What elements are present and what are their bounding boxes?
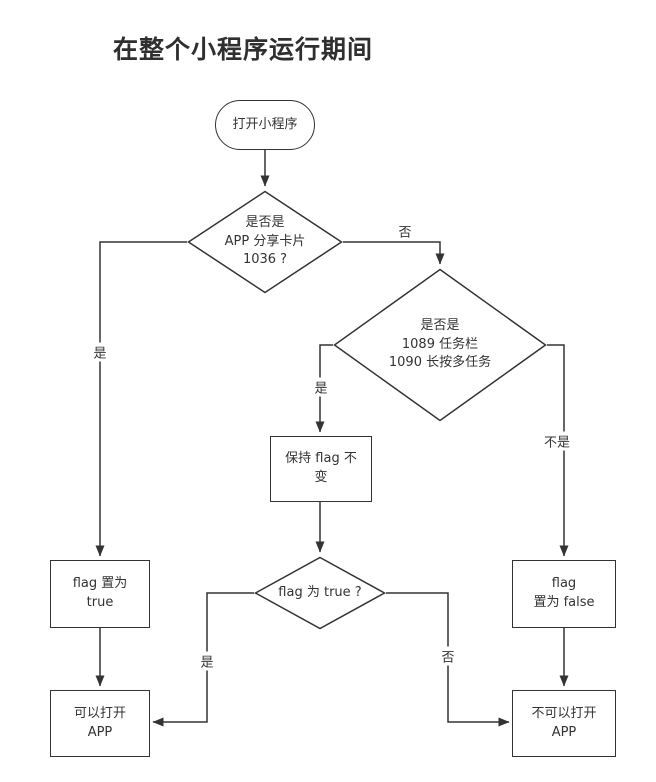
start-node: 打开小程序 [215, 100, 315, 150]
edge-decision2-yes-to-keep-flag [315, 344, 333, 433]
process-keep-flag: 保持 flag 不 变 [270, 436, 372, 502]
decision-app-share-card: 是否是 APP 分享卡片 1036 ? [187, 190, 343, 294]
edge-decision1-no-to-decision2 [343, 241, 445, 265]
diamond-shape [254, 556, 386, 630]
decision-taskbar-longpress-label: 是否是 1089 任务栏 1090 长按多任务 [388, 317, 492, 371]
label-decision3-no: 否 [438, 646, 458, 666]
process-cannot-open-app: 不可以打开 APP [512, 690, 616, 757]
process-set-flag-true: flag 置为 true [50, 560, 150, 628]
start-node-label: 打开小程序 [232, 116, 298, 132]
edge-decision2-no-to-set-false [547, 344, 569, 557]
decision-flag-true-label: flag 为 true ? [278, 584, 362, 600]
label-decision1-no: 否 [395, 221, 415, 241]
process-set-flag-false: flag 置为 false [512, 560, 616, 628]
page-title: 在整个小程序运行期间 [113, 35, 374, 64]
diamond-shape [187, 190, 343, 294]
edge-decision1-yes-to-set-true [95, 241, 187, 557]
process-can-open-app: 可以打开 APP [50, 690, 150, 757]
decision-flag-true: flag 为 true ? [254, 556, 386, 630]
label-decision3-yes: 是 [197, 651, 217, 671]
diamond-shape [333, 268, 547, 422]
label-decision1-yes: 是 [90, 342, 110, 362]
decision-app-share-card-label: 是否是 APP 分享卡片 1036 ? [224, 214, 306, 268]
label-decision2-no: 不是 [540, 431, 574, 451]
label-decision2-yes: 是 [311, 377, 331, 397]
decision-taskbar-longpress: 是否是 1089 任务栏 1090 长按多任务 [333, 268, 547, 422]
